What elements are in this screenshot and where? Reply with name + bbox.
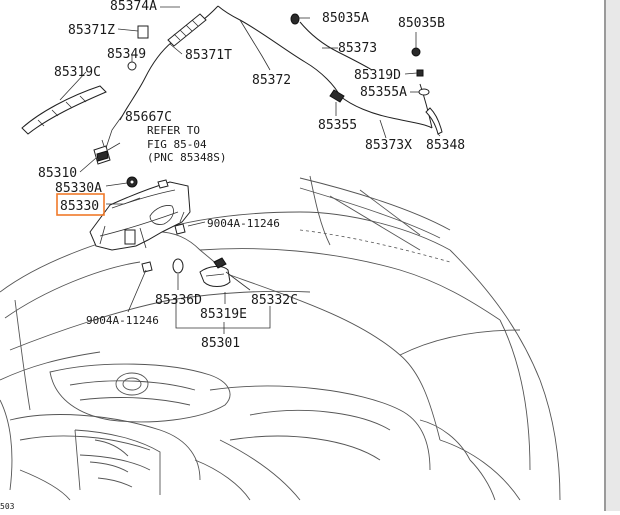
label-85035B[interactable]: 85035B bbox=[398, 16, 445, 31]
label-85371Z[interactable]: 85371Z bbox=[68, 23, 115, 38]
label-85332C[interactable]: 85332C bbox=[251, 293, 298, 308]
label-9004A-top[interactable]: 9004A-11246 bbox=[207, 217, 280, 230]
highlight-box-85330 bbox=[56, 193, 105, 216]
label-85374A[interactable]: 85374A bbox=[110, 0, 157, 14]
label-85336D[interactable]: 85336D bbox=[155, 293, 202, 308]
label-85667C[interactable]: 85667C bbox=[125, 110, 172, 125]
right-margin bbox=[606, 0, 620, 511]
note-pnc-ref: (PNC 85348S) bbox=[147, 151, 226, 164]
label-85348[interactable]: 85348 bbox=[426, 138, 465, 153]
label-85319D[interactable]: 85319D bbox=[354, 68, 401, 83]
label-85310[interactable]: 85310 bbox=[38, 166, 77, 181]
label-85349[interactable]: 85349 bbox=[107, 47, 146, 62]
label-85319C[interactable]: 85319C bbox=[54, 65, 101, 80]
washer-tank-assembly bbox=[89, 139, 231, 287]
clip-85371Z bbox=[137, 25, 149, 39]
label-85371T[interactable]: 85371T bbox=[185, 48, 232, 63]
label-85035A[interactable]: 85035A bbox=[322, 11, 369, 26]
label-85355A[interactable]: 85355A bbox=[360, 85, 407, 100]
vehicle-outline bbox=[0, 175, 561, 501]
note-fig-ref[interactable]: FIG 85-04 bbox=[147, 138, 207, 151]
label-85372[interactable]: 85372 bbox=[252, 73, 291, 88]
note-refer-to: REFER TO bbox=[147, 124, 200, 137]
label-85330[interactable]: 85330 bbox=[60, 199, 99, 214]
label-85319E[interactable]: 85319E bbox=[200, 307, 247, 322]
label-85373X[interactable]: 85373X bbox=[365, 138, 412, 153]
right-border bbox=[604, 0, 606, 511]
corner-code: 503 bbox=[0, 502, 15, 511]
label-9004A-bottom[interactable]: 9004A-11246 bbox=[86, 314, 159, 327]
label-85373[interactable]: 85373 bbox=[338, 41, 377, 56]
label-85301[interactable]: 85301 bbox=[201, 336, 240, 351]
diagram-canvas: 85374A 85371Z 85349 85371T 85319C 85372 … bbox=[0, 0, 561, 511]
label-85330A[interactable]: 85330A bbox=[55, 181, 102, 196]
label-85355[interactable]: 85355 bbox=[318, 118, 357, 133]
part-labels: 85374A 85371Z 85349 85371T 85319C 85372 … bbox=[0, 0, 465, 511]
leader-lines bbox=[59, 6, 441, 334]
